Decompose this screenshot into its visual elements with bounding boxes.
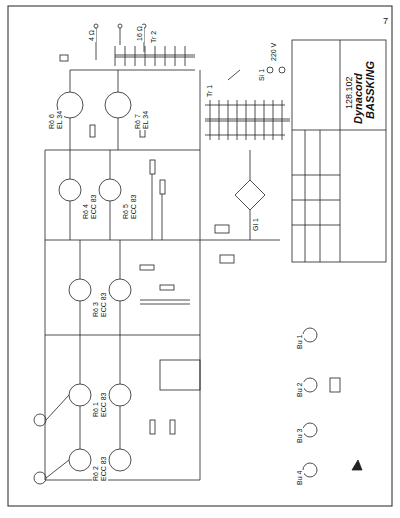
socket-label: Bu 4 — [296, 470, 304, 486]
winding-stroke — [185, 46, 186, 66]
transformer-label: Tr 1 — [206, 84, 214, 98]
winding-stroke — [115, 46, 116, 66]
tube-label: Rö 7 — [134, 113, 142, 130]
winding-stroke — [255, 100, 256, 140]
winding-stroke — [228, 100, 229, 140]
winding-stroke — [145, 46, 146, 66]
fuse-label: Si 1 — [258, 68, 266, 82]
winding-stroke — [273, 100, 274, 140]
tube-label: Rö 5 — [122, 203, 130, 220]
tube-type: ECC 83 — [130, 193, 138, 220]
winding-stroke — [219, 100, 220, 140]
tube-label: Rö 2 — [92, 465, 100, 482]
winding-stroke — [205, 121, 290, 122]
tube-label: Rö 3 — [92, 301, 100, 318]
winding-stroke — [135, 46, 136, 66]
winding-stroke — [115, 57, 195, 58]
socket-label: Bu 2 — [296, 382, 304, 398]
winding-stroke — [237, 100, 238, 140]
winding-stroke — [210, 100, 211, 140]
winding-stroke — [155, 46, 156, 66]
winding-stroke — [125, 46, 126, 66]
page-number: 7 — [382, 16, 389, 26]
tube-label: Rö 6 — [48, 113, 56, 130]
socket-label: Bu 3 — [296, 428, 304, 444]
socket-label: Bu 1 — [296, 334, 304, 350]
terminal-label: 16 Ω — [136, 25, 144, 42]
terminal-label: 4 Ω — [88, 29, 96, 42]
winding-stroke — [175, 46, 176, 66]
tube-type: ECC 83 — [100, 391, 108, 418]
tube-type: ECC 83 — [90, 193, 98, 220]
winding-stroke — [115, 55, 195, 56]
tube-label: Rö 1 — [92, 401, 100, 418]
tube-type: EL 34 — [142, 110, 150, 130]
winding-stroke — [246, 100, 247, 140]
transformer-label: Tr 2 — [150, 30, 158, 44]
drawing-number: 128.102 — [344, 75, 354, 110]
winding-stroke — [205, 119, 290, 120]
title-text: BASSKING — [364, 60, 376, 120]
tube-type: ECC 83 — [100, 291, 108, 318]
tube-type: EL 34 — [56, 110, 64, 130]
lamp-label: Gl 1 — [252, 217, 260, 232]
winding-stroke — [282, 100, 283, 140]
tube-type: ECC 83 — [100, 455, 108, 482]
tube-label: Rö 4 — [82, 203, 90, 220]
winding-stroke — [264, 100, 265, 140]
winding-stroke — [165, 46, 166, 66]
voltage-label: 220 V — [270, 42, 278, 62]
